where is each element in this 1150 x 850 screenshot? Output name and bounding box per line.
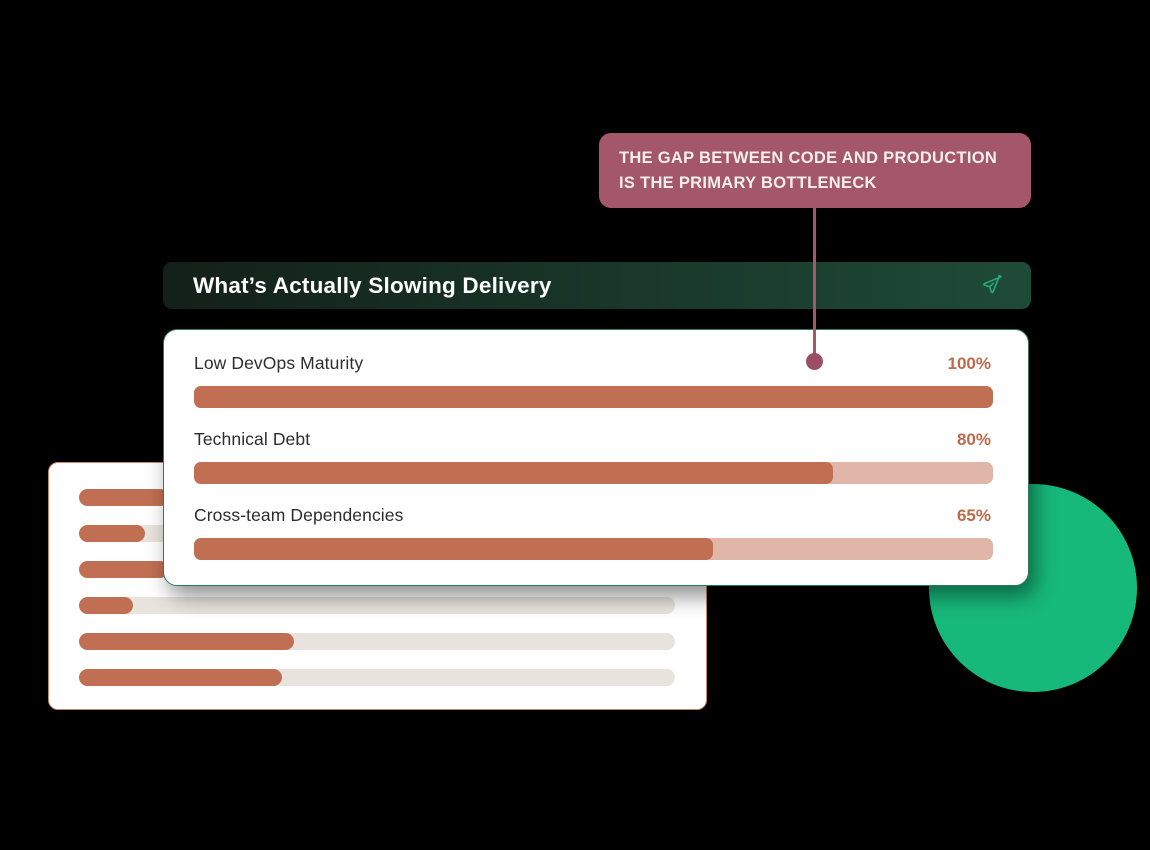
insight-callout: THE GAP BETWEEN CODE AND PRODUCTION IS T… xyxy=(599,133,1031,208)
bar-group: Technical Debt 80% xyxy=(194,429,993,484)
send-icon[interactable] xyxy=(981,275,1003,297)
main-chart-card: Low DevOps Maturity 100% Technical Debt … xyxy=(163,329,1029,586)
callout-text-line: IS THE PRIMARY BOTTLENECK xyxy=(619,173,877,192)
callout-text-line: THE GAP BETWEEN CODE AND PRODUCTION xyxy=(619,149,998,168)
bar-fill xyxy=(194,462,834,484)
bar xyxy=(194,538,993,560)
mini-bar-fill xyxy=(79,669,282,686)
mini-bar-fill xyxy=(79,525,145,542)
bar-label: Technical Debt xyxy=(194,429,311,449)
bar-group: Cross-team Dependencies 65% xyxy=(194,505,993,560)
bar-label: Low DevOps Maturity xyxy=(194,353,364,373)
callout-connector-dot xyxy=(806,353,823,370)
bar-value: 80% xyxy=(956,430,991,449)
mini-bar-row xyxy=(79,633,675,650)
bar xyxy=(194,462,993,484)
bar-value: 65% xyxy=(956,506,991,525)
bar-group: Low DevOps Maturity 100% xyxy=(194,353,993,408)
bar-fill xyxy=(194,538,714,560)
mini-bar-row xyxy=(79,597,675,614)
mini-bar-track xyxy=(79,597,675,614)
mini-bar-fill xyxy=(79,633,294,650)
bar xyxy=(194,386,993,408)
mini-bar-fill xyxy=(79,489,169,506)
mini-bar-fill xyxy=(79,561,169,578)
chart-header-bar: What’s Actually Slowing Delivery xyxy=(163,262,1031,309)
callout-connector-line xyxy=(813,207,816,363)
bar-value: 100% xyxy=(947,354,991,373)
chart-title: What’s Actually Slowing Delivery xyxy=(193,272,552,298)
mini-bar-fill xyxy=(79,597,133,614)
bar-label: Cross-team Dependencies xyxy=(194,505,404,525)
bar-fill xyxy=(194,386,993,408)
mini-bar-row xyxy=(79,669,675,686)
